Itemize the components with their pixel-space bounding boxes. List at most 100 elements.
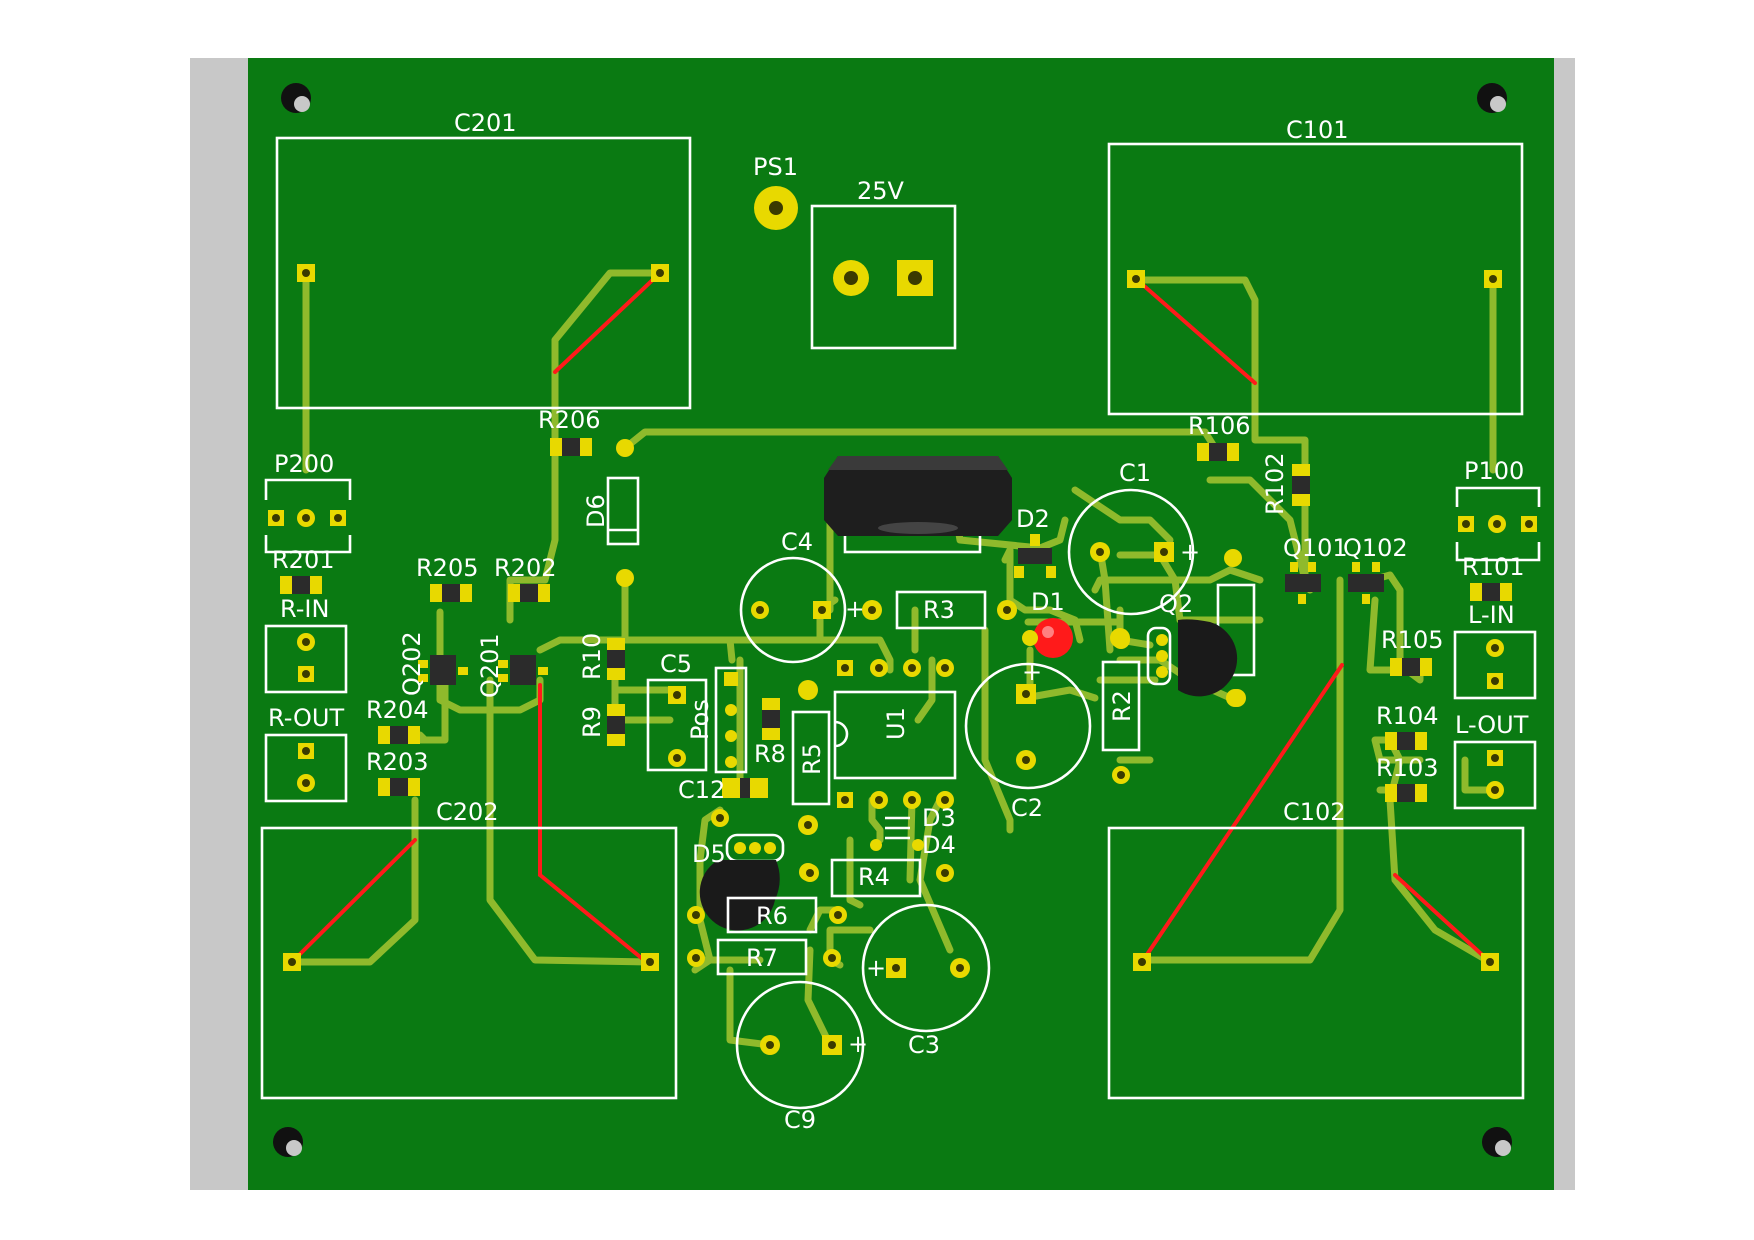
label-r10: R10 [578, 633, 606, 680]
label-r8: R8 [754, 740, 786, 768]
connector-r-in [264, 624, 348, 694]
label-c4: C4 [781, 528, 813, 556]
via [616, 439, 634, 457]
label-c201: C201 [454, 109, 517, 137]
label-r203: R203 [366, 748, 428, 776]
label-r9: R9 [578, 706, 606, 738]
label-q101: Q101 [1283, 534, 1348, 562]
ic-u1 [833, 659, 957, 809]
label-pos: Pos [686, 699, 714, 740]
connector-l-in [1453, 630, 1537, 700]
via [1224, 549, 1242, 567]
silkscreen-labels: C201 C101 C202 C102 PS1 25V R206 R106 R1… [268, 109, 1529, 1134]
label-p200: P200 [274, 450, 334, 478]
capacitor-c5 [646, 678, 708, 772]
label-r201: R201 [272, 546, 334, 574]
label-c9: C9 [784, 1106, 816, 1134]
label-c101: C101 [1286, 116, 1349, 144]
label-r103: R103 [1376, 754, 1438, 782]
svg-text:+: + [1180, 538, 1200, 566]
svg-text:+: + [866, 954, 886, 982]
mounting-holes [273, 83, 1512, 1157]
label-r4: R4 [858, 863, 890, 891]
label-d4: D4 [922, 831, 956, 859]
smd-resistors [280, 438, 1512, 802]
label-r2: R2 [1108, 690, 1136, 722]
svg-text:+: + [845, 595, 865, 623]
label-d6: D6 [582, 494, 610, 528]
diode-d6 [606, 476, 640, 546]
label-rin: R-IN [280, 595, 329, 623]
via [616, 569, 634, 587]
label-d5: D5 [692, 840, 726, 868]
label-c1: C1 [1119, 459, 1151, 487]
capacitor-c9: + [735, 980, 868, 1110]
label-u1: U1 [882, 707, 910, 740]
label-d2: D2 [1016, 505, 1050, 533]
capacitor-c201 [275, 136, 692, 410]
label-r205: R205 [416, 554, 478, 582]
label-c12: C12 [678, 776, 725, 804]
resistor-r3 [862, 590, 1017, 630]
label-r206: R206 [538, 406, 600, 434]
capacitor-c4: + [739, 556, 865, 664]
board-substrate [248, 58, 1554, 1190]
resistor-r4 [801, 858, 954, 898]
resistor-r2 [1101, 631, 1141, 784]
label-rout: R-OUT [268, 704, 344, 732]
label-lout: L-OUT [1455, 711, 1529, 739]
label-c2: C2 [1011, 794, 1043, 822]
label-r105: R105 [1381, 626, 1443, 654]
label-p100: P100 [1464, 457, 1524, 485]
label-r202: R202 [494, 554, 556, 582]
label-r5: R5 [798, 743, 826, 775]
label-d1: D1 [1031, 588, 1065, 616]
label-c102: C102 [1283, 798, 1346, 826]
resistor-r6 [687, 896, 847, 934]
label-d3: D3 [922, 804, 956, 832]
label-c5: C5 [660, 650, 692, 678]
connector-r-out [264, 733, 348, 803]
label-c202: C202 [436, 798, 499, 826]
capacitor-c2: + [964, 658, 1092, 790]
label-lin: L-IN [1468, 601, 1515, 629]
label-r101: R101 [1462, 553, 1524, 581]
label-r3: R3 [923, 596, 955, 624]
label-r204: R204 [366, 696, 428, 724]
board-edge-left [190, 58, 250, 1190]
sot-transistors [418, 562, 1384, 685]
label-q2: Q2 [1159, 590, 1193, 618]
connector-l-out [1453, 740, 1537, 810]
svg-text:+: + [1022, 658, 1042, 686]
pot-pos [714, 666, 748, 774]
label-c3: C3 [908, 1031, 940, 1059]
capacitor-c202 [260, 826, 678, 1100]
label-r106: R106 [1188, 412, 1250, 440]
diodes-d3-d4 [870, 816, 924, 851]
capacitor-c102 [1107, 826, 1525, 1100]
label-r102: R102 [1261, 453, 1289, 515]
label-q102: Q102 [1343, 534, 1408, 562]
label-25v: 25V [857, 177, 905, 205]
label-r7: R7 [746, 944, 778, 972]
ps1-testpoint [754, 186, 798, 230]
svg-text:+: + [848, 1030, 868, 1058]
capacitor-c3: + [861, 903, 991, 1033]
resistor-r7 [687, 938, 841, 976]
label-q202: Q202 [398, 631, 426, 696]
label-q201: Q201 [476, 633, 504, 698]
via [1226, 689, 1244, 707]
ratsnest-lines [290, 271, 1492, 967]
label-r6: R6 [756, 902, 788, 930]
header-p100 [1455, 486, 1541, 562]
board-edge-right [1553, 58, 1575, 1190]
label-r104: R104 [1376, 702, 1438, 730]
power-connector-25v [810, 204, 957, 350]
label-ps1: PS1 [753, 153, 798, 181]
header-p200 [264, 478, 352, 554]
capacitor-c101 [1107, 142, 1524, 416]
capacitor-c1: + [1067, 488, 1200, 616]
inductor-body [824, 456, 1012, 554]
via [799, 681, 817, 699]
